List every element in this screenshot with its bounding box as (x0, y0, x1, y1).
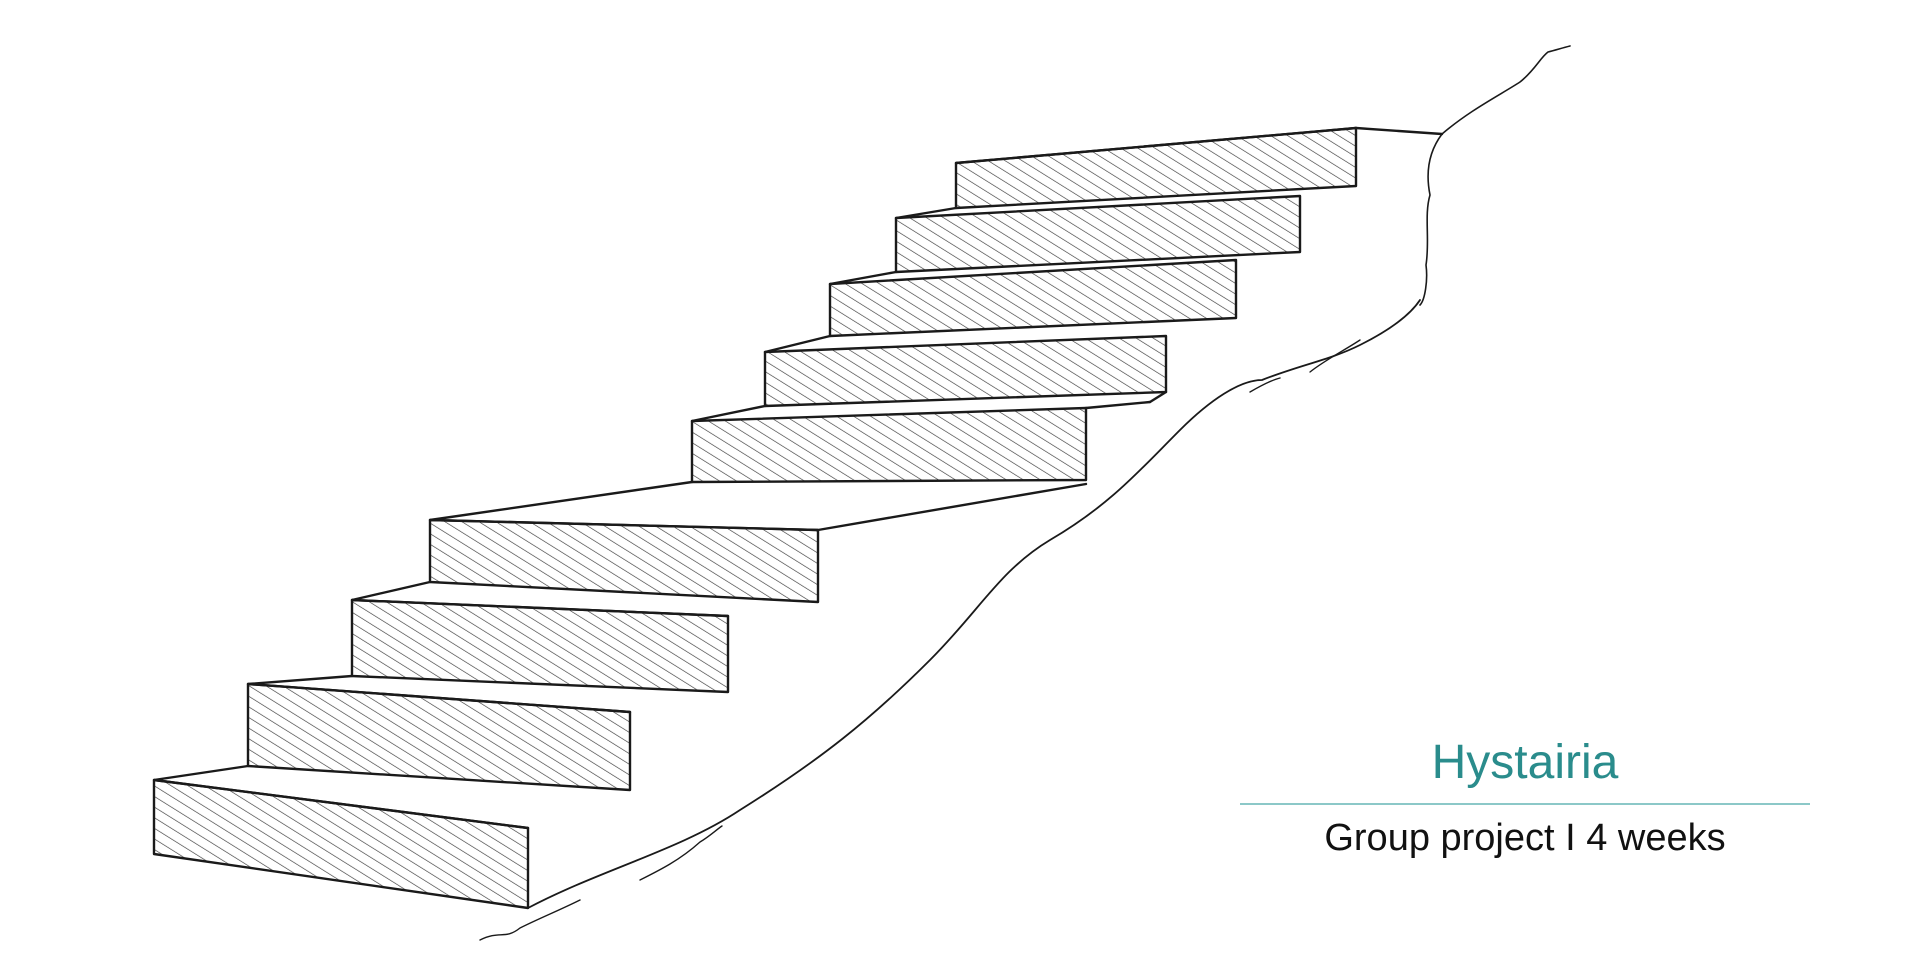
tread-9-edge (954, 126, 1358, 165)
riser-1 (152, 778, 530, 910)
riser-7 (828, 258, 1238, 338)
project-caption: Hystairia Group project I 4 weeks (1240, 735, 1810, 861)
project-subtitle: Group project I 4 weeks (1324, 817, 1726, 859)
project-title: Hystairia (1431, 736, 1619, 789)
riser-3 (350, 598, 730, 694)
ground-slope (527, 299, 1421, 909)
riser-4 (428, 518, 820, 604)
riser-8 (894, 194, 1302, 274)
caption-divider (1240, 803, 1810, 805)
riser-5 (690, 406, 1088, 484)
riser-2 (246, 682, 632, 792)
riser-6 (763, 334, 1168, 408)
